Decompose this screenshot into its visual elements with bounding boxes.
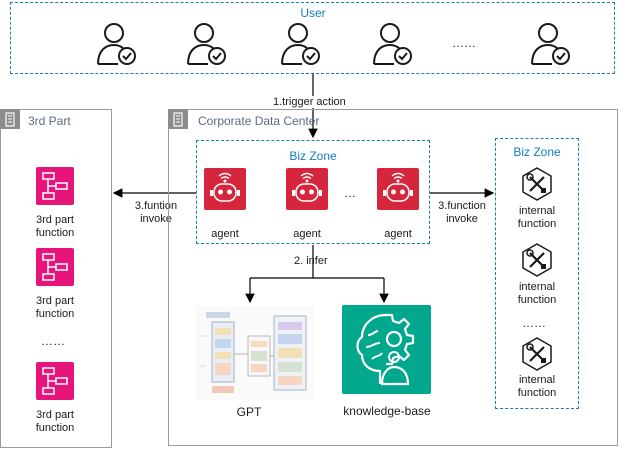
agents-ellipsis: … — [344, 186, 356, 200]
internal-functions-ellipsis: …… — [522, 316, 546, 330]
user-zone-ellipsis: …… — [452, 36, 476, 50]
agent-robot-icon — [377, 168, 419, 210]
user-icon — [96, 22, 138, 66]
user-icon — [186, 22, 228, 66]
tools-icon — [519, 166, 555, 202]
step-functions-icon — [36, 362, 74, 400]
user-icon — [530, 22, 572, 66]
agent-robot-icon — [204, 168, 246, 210]
tools-icon — [519, 336, 555, 372]
third-party-group — [0, 109, 112, 448]
step-functions-icon — [36, 167, 74, 205]
user-icon — [280, 22, 322, 66]
building-icon — [0, 109, 20, 129]
biz-zone-internal-title: Biz Zone — [513, 145, 561, 159]
agent-label: agent — [384, 228, 412, 240]
transformer-architecture-diagram — [196, 306, 314, 400]
step-functions-icon — [36, 248, 74, 286]
third-party-title: 3rd Part — [28, 114, 71, 128]
tools-icon — [519, 242, 555, 278]
biz-zone-internal — [495, 138, 579, 409]
biz-zone-agents — [196, 140, 430, 244]
gpt-label: GPT — [236, 405, 262, 419]
agent-label: agent — [211, 228, 239, 240]
third-party-ellipsis: …… — [41, 334, 65, 348]
building-icon — [168, 109, 188, 129]
agent-label: agent — [293, 228, 321, 240]
infer-label: 2. infer — [294, 255, 328, 267]
biz-zone-agents-title: Biz Zone — [289, 149, 337, 163]
user-zone-title: User — [300, 6, 326, 20]
corporate-data-center-title: Corporate Data Center — [198, 114, 320, 128]
trigger-action-label: 1.trigger action — [272, 96, 347, 108]
user-zone — [10, 2, 615, 74]
knowledge-base-label: knowledge-base — [343, 404, 431, 418]
agent-robot-icon — [286, 168, 328, 210]
corporate-data-center-group — [168, 109, 618, 446]
user-icon — [372, 22, 414, 66]
knowledge-base-brain-icon — [342, 305, 431, 394]
